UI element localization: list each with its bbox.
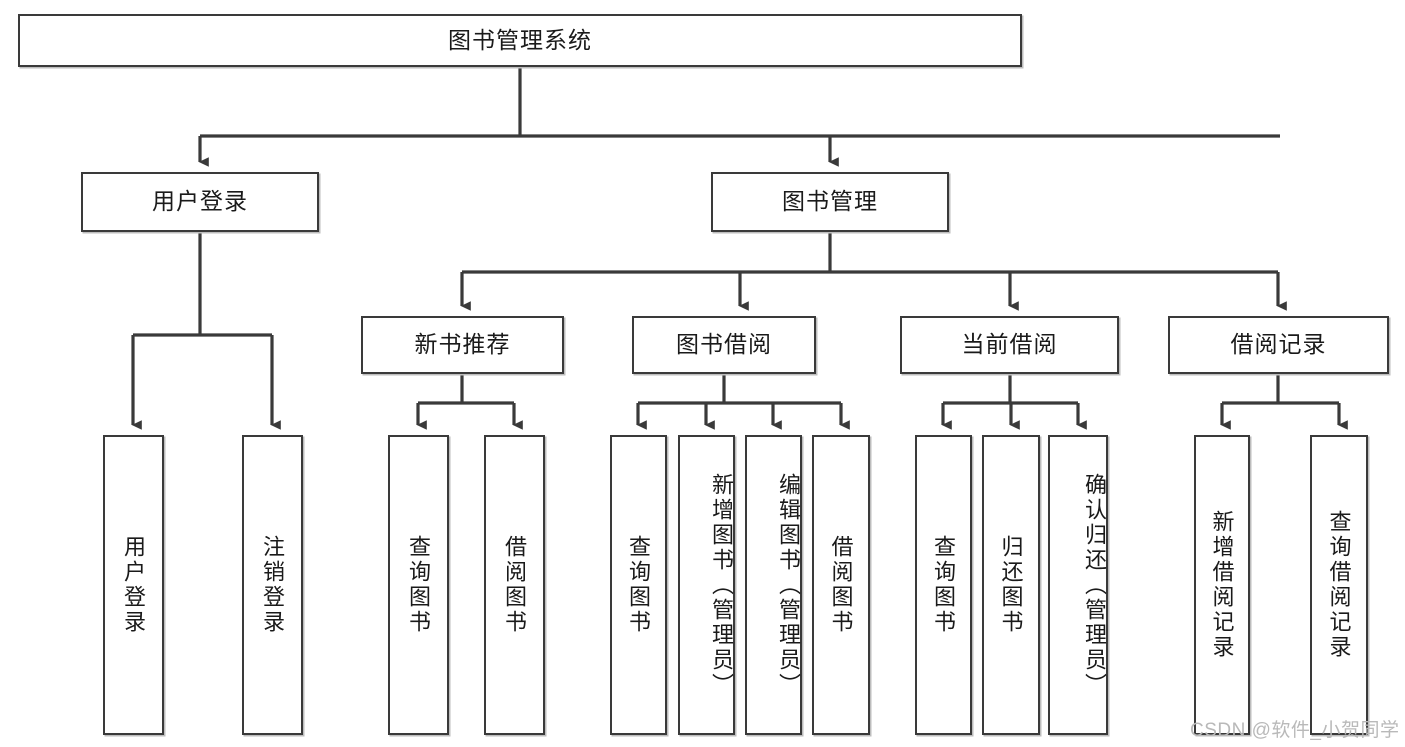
node-leaf-add-borrow-record-label: 新增借阅记录 — [1209, 510, 1235, 660]
node-book-management[interactable]: 图书管理 — [711, 172, 949, 232]
node-new-book-recommend[interactable]: 新书推荐 — [361, 316, 564, 374]
node-leaf-query-borrow-record-label: 查询借阅记录 — [1326, 510, 1352, 660]
node-borrow-record-label: 借阅记录 — [1230, 331, 1327, 358]
node-leaf-user-login[interactable]: 用户登录 — [103, 435, 164, 735]
node-current-borrow-label: 当前借阅 — [961, 331, 1058, 358]
node-leaf-query-book-current-label: 查询图书 — [931, 535, 957, 635]
node-leaf-user-logout-label: 注销登录 — [260, 535, 286, 635]
csdn-watermark: CSDN @软件_小贺同学 — [1190, 720, 1400, 741]
node-leaf-query-borrow-record[interactable]: 查询借阅记录 — [1310, 435, 1368, 735]
node-leaf-user-login-label: 用户登录 — [121, 535, 147, 635]
node-book-borrow-label: 图书借阅 — [676, 331, 772, 358]
node-leaf-borrow-book-label: 借阅图书 — [828, 535, 854, 635]
node-leaf-user-logout[interactable]: 注销登录 — [242, 435, 303, 735]
node-new-book-recommend-label: 新书推荐 — [414, 331, 511, 358]
node-leaf-edit-book-admin-label: 编辑图书（管理员） — [776, 472, 801, 698]
node-book-borrow[interactable]: 图书借阅 — [632, 316, 816, 374]
node-leaf-return-book-label: 归还图书 — [998, 535, 1024, 635]
node-leaf-edit-book-admin[interactable]: 编辑图书（管理员） — [745, 435, 802, 735]
node-current-borrow[interactable]: 当前借阅 — [900, 316, 1119, 374]
node-borrow-record[interactable]: 借阅记录 — [1168, 316, 1389, 374]
node-leaf-return-book[interactable]: 归还图书 — [982, 435, 1040, 735]
node-leaf-confirm-return-admin-label: 确认归还（管理员） — [1082, 472, 1107, 698]
node-user-login-label: 用户登录 — [152, 188, 248, 215]
node-leaf-borrow-book-rec-label: 借阅图书 — [502, 535, 528, 635]
node-leaf-borrow-book[interactable]: 借阅图书 — [812, 435, 870, 735]
node-leaf-query-book-rec[interactable]: 查询图书 — [388, 435, 449, 735]
node-root[interactable]: 图书管理系统 — [18, 14, 1022, 67]
node-root-label: 图书管理系统 — [448, 26, 592, 53]
node-leaf-confirm-return-admin[interactable]: 确认归还（管理员） — [1048, 435, 1108, 735]
node-book-management-label: 图书管理 — [782, 188, 878, 215]
node-leaf-query-book-borrow[interactable]: 查询图书 — [610, 435, 667, 735]
node-leaf-borrow-book-rec[interactable]: 借阅图书 — [484, 435, 545, 735]
node-leaf-query-book-current[interactable]: 查询图书 — [915, 435, 972, 735]
node-user-login[interactable]: 用户登录 — [81, 172, 319, 232]
node-leaf-add-book-admin-label: 新增图书（管理员） — [709, 472, 734, 698]
node-leaf-add-borrow-record[interactable]: 新增借阅记录 — [1194, 435, 1250, 735]
node-leaf-query-book-rec-label: 查询图书 — [406, 535, 432, 635]
node-leaf-add-book-admin[interactable]: 新增图书（管理员） — [678, 435, 735, 735]
node-leaf-query-book-borrow-label: 查询图书 — [626, 535, 652, 635]
